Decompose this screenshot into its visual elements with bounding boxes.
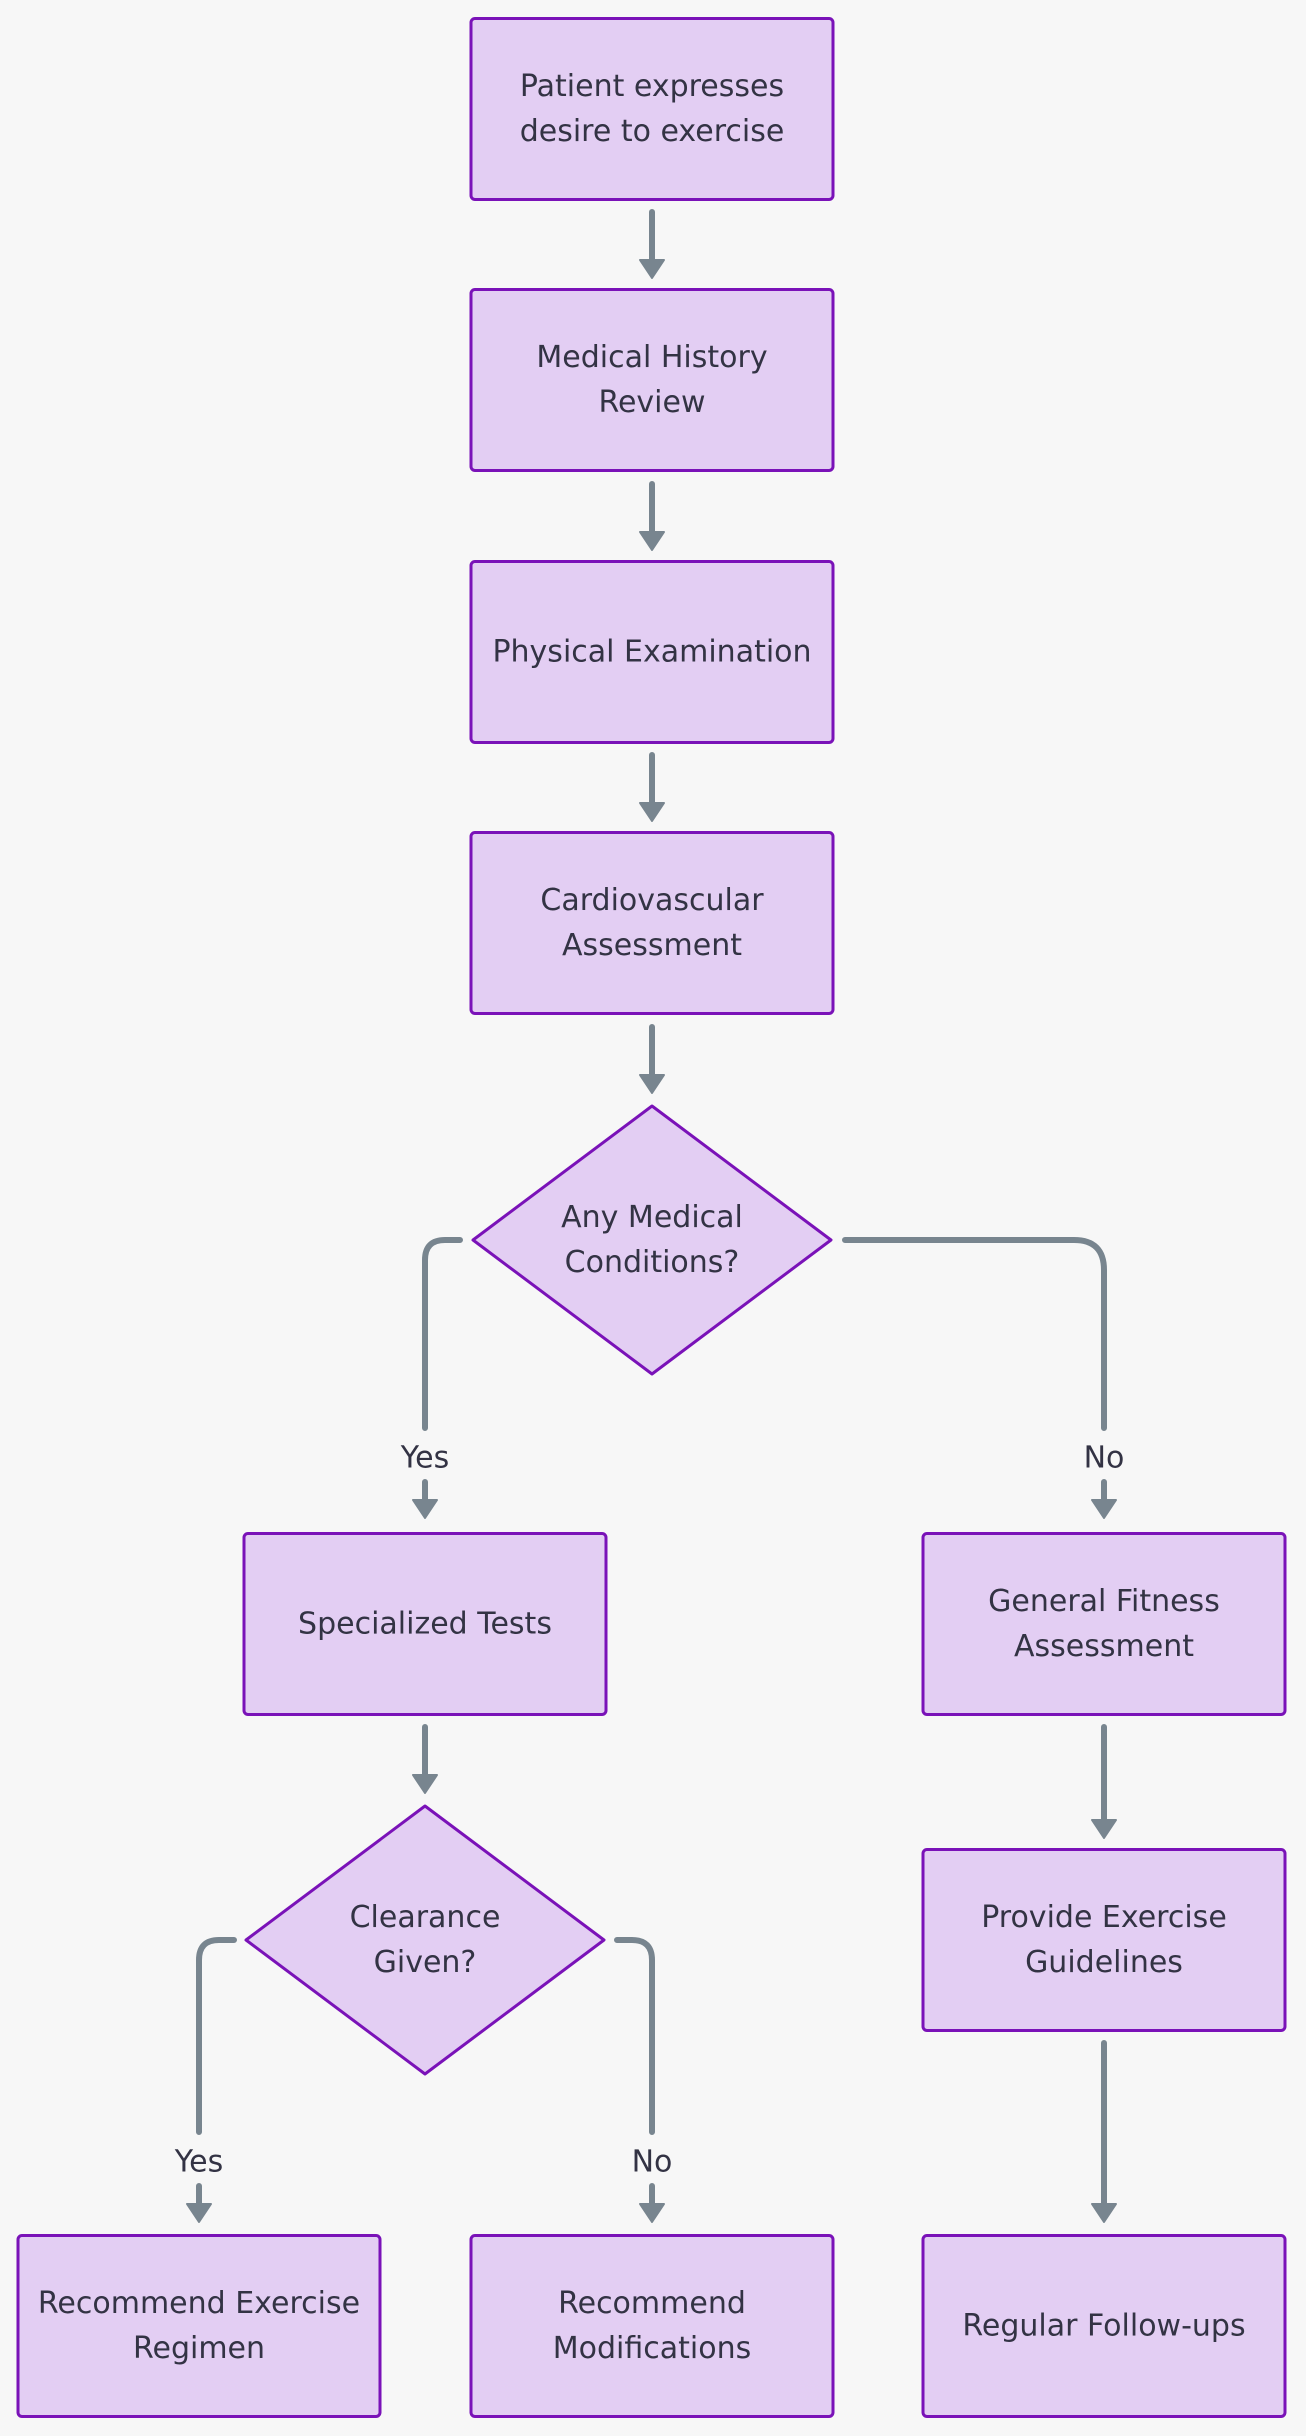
edge-label-clearance-to-regimen: Yes [174,2145,223,2180]
decision-diamond [244,1804,606,2076]
edge-label-conditions-to-fitness: No [1084,1441,1125,1476]
edge-conditions-to-fitness [842,1237,1117,1519]
process-box [469,2234,835,2418]
edge-line [196,1937,237,2207]
edge-fitness-to-guidelines [1091,1724,1117,1839]
edge-guidelines-to-followups [1091,2040,1117,2223]
node-label-line: Recommend [558,2286,746,2321]
arrowhead-icon [639,531,665,551]
edge-patient-to-history [639,209,665,279]
edge-clearance-to-modifications [614,1937,665,2223]
process-box [16,2234,382,2418]
node-label-line: Any Medical [561,1200,743,1235]
arrowhead-icon [639,1074,665,1094]
process-box [921,1532,1287,1716]
arrowhead-icon [639,2203,665,2223]
edge-physical-to-cardio [639,752,665,822]
process-box [469,560,835,744]
node-label-line: Regimen [133,2331,265,2366]
node-label-line: Regular Follow-ups [962,2309,1245,2344]
node-label-line: Assessment [562,928,742,963]
edge-history-to-physical [639,481,665,551]
process-box [242,1532,608,1716]
node-specialized: Specialized Tests [242,1532,608,1716]
node-label-line: desire to exercise [520,114,785,149]
arrowhead-icon [639,259,665,279]
node-followups: Regular Follow-ups [921,2234,1287,2418]
edge-cardio-to-conditions [639,1024,665,1094]
edge-label-clearance-to-modifications: No [632,2145,673,2180]
process-box [469,831,835,1015]
node-label-line: Medical History [536,340,767,375]
nodes-layer: Patient expresses desire to exerciseMedic… [16,17,1287,2418]
node-label-line: Clearance [350,1900,501,1935]
arrowhead-icon [186,2203,212,2223]
node-label-line: Specialized Tests [298,1607,552,1642]
edge-conditions-to-specialized [412,1237,463,1519]
node-physical: Physical Examination [469,560,835,744]
arrowhead-icon [412,1774,438,1794]
node-label-line: Conditions? [565,1245,740,1280]
node-label-line: Assessment [1014,1629,1194,1664]
node-label-line: General Fitness [988,1584,1220,1619]
edge-clearance-to-regimen [186,1937,237,2223]
node-label-line: Patient expresses [520,69,784,104]
node-label-line: Cardiovascular [540,883,764,918]
edge-line [422,1237,463,1503]
node-label-line: Provide Exercise [981,1900,1227,1935]
arrowhead-icon [639,802,665,822]
node-patient: Patient expresses desire to exercise [469,17,835,201]
process-box [921,1848,1287,2032]
edge-label-conditions-to-specialized: Yes [400,1441,449,1476]
edge-line [842,1237,1107,1503]
process-box [921,2234,1287,2418]
node-label-line: Modifications [553,2331,752,2366]
arrowhead-icon [1091,1499,1117,1519]
node-label-line: Guidelines [1025,1945,1183,1980]
arrowhead-icon [1091,2203,1117,2223]
decision-diamond [471,1104,833,1376]
arrowhead-icon [412,1499,438,1519]
arrowhead-icon [1091,1819,1117,1839]
edges-layer [186,209,1117,2223]
process-box [469,17,835,201]
edge-specialized-to-clearance [412,1724,438,1794]
edge-line [614,1937,655,2207]
node-label-line: Given? [374,1945,477,1980]
node-label-line: Review [598,385,705,420]
process-box [469,288,835,472]
node-label-line: Physical Examination [492,635,811,670]
node-label-line: Recommend Exercise [38,2286,360,2321]
